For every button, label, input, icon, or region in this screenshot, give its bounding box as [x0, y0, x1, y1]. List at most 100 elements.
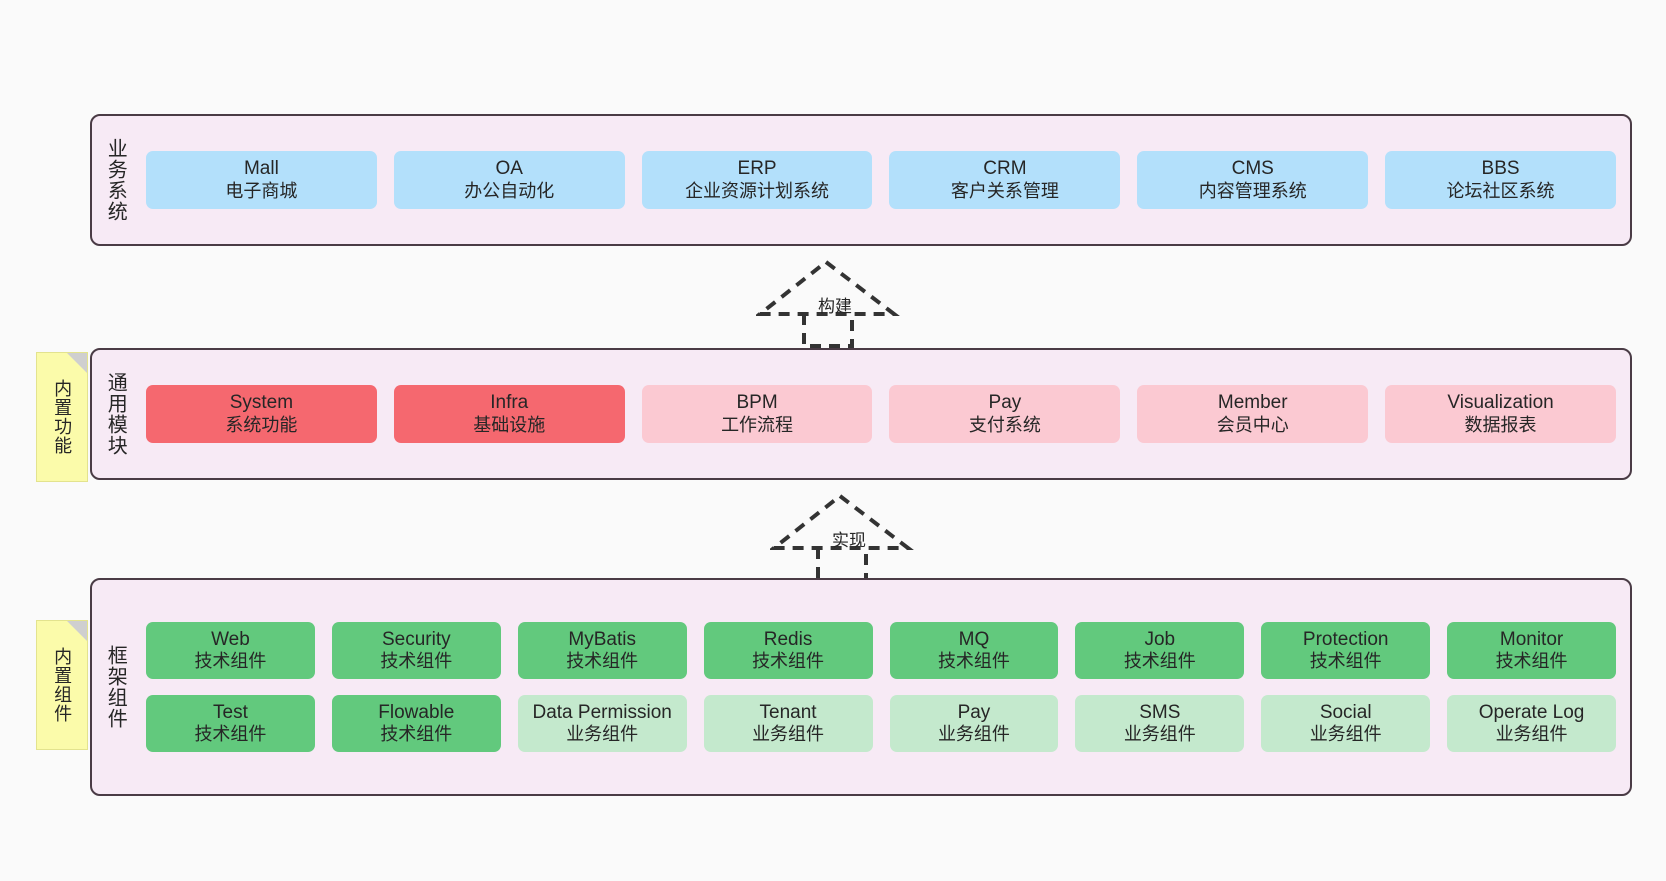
node-member[interactable]: Member 会员中心: [1137, 385, 1369, 443]
layer-body-framework-component: Web 技术组件 Security 技术组件 MyBatis 技术组件 Redi…: [138, 580, 1630, 794]
node-erp[interactable]: ERP 企业资源计划系统: [641, 151, 873, 209]
layer-row: System 系统功能 Infra 基础设施 BPM 工作流程 Pay 支付系统…: [146, 385, 1616, 443]
layer-framework-component: 框架组件 Web 技术组件 Security 技术组件 MyBatis 技术组件…: [90, 578, 1632, 796]
node-title: Data Permission: [532, 702, 672, 723]
node-redis[interactable]: Redis 技术组件: [703, 621, 873, 679]
node-title: BBS: [1481, 158, 1520, 180]
node-title: Social: [1319, 702, 1372, 723]
node-pay-business[interactable]: Pay 业务组件: [889, 695, 1059, 753]
node-subtitle: 技术组件: [194, 724, 267, 745]
node-infra[interactable]: Infra 基础设施: [393, 385, 625, 443]
node-subtitle: 业务组件: [1123, 724, 1196, 745]
node-title: Monitor: [1499, 628, 1564, 650]
node-subtitle: 技术组件: [1123, 651, 1196, 672]
node-flowable[interactable]: Flowable 技术组件: [331, 695, 501, 753]
layer-row: Mall 电子商城 OA 办公自动化 ERP 企业资源计划系统 CRM 客户关系…: [146, 151, 1616, 209]
node-subtitle: 数据报表: [1464, 414, 1537, 435]
layer-row: Test 技术组件 Flowable 技术组件 Data Permission …: [146, 695, 1616, 753]
node-title: Operate Log: [1478, 702, 1585, 723]
node-title: ERP: [737, 158, 777, 180]
node-data-permission[interactable]: Data Permission 业务组件: [517, 695, 687, 753]
node-subtitle: 业务组件: [752, 724, 825, 745]
node-title: BPM: [736, 392, 778, 414]
node-title: Pay: [957, 702, 991, 723]
node-title: Job: [1144, 628, 1176, 650]
generalization-arrow-icon: [754, 259, 900, 348]
node-title: CRM: [983, 158, 1027, 180]
note-builtin-component: 内置组件: [36, 620, 88, 750]
node-title: Infra: [490, 392, 529, 414]
node-bpm[interactable]: BPM 工作流程: [641, 385, 873, 443]
node-title: CMS: [1231, 158, 1274, 180]
node-title: Visualization: [1447, 392, 1554, 414]
node-subtitle: 技术组件: [1309, 651, 1382, 672]
node-bbs[interactable]: BBS 论坛社区系统: [1385, 151, 1616, 209]
node-security[interactable]: Security 技术组件: [331, 621, 501, 679]
node-subtitle: 业务组件: [1309, 724, 1382, 745]
connector-label-implement: 实现: [832, 531, 866, 550]
node-subtitle: 企业资源计划系统: [685, 180, 830, 201]
node-protection[interactable]: Protection 技术组件: [1261, 621, 1431, 679]
note-builtin-function: 内置功能: [36, 352, 88, 482]
node-cms[interactable]: CMS 内容管理系统: [1137, 151, 1369, 209]
node-oa[interactable]: OA 办公自动化: [393, 151, 625, 209]
node-subtitle: 业务组件: [566, 724, 639, 745]
node-crm[interactable]: CRM 客户关系管理: [889, 151, 1121, 209]
node-title: Pay: [988, 392, 1022, 414]
note-fold-icon: [67, 621, 87, 641]
node-visualization[interactable]: Visualization 数据报表: [1385, 385, 1616, 443]
node-sms[interactable]: SMS 业务组件: [1075, 695, 1245, 753]
layer-body-business-system: Mall 电子商城 OA 办公自动化 ERP 企业资源计划系统 CRM 客户关系…: [138, 116, 1630, 244]
node-operate-log[interactable]: Operate Log 业务组件: [1447, 695, 1616, 753]
node-web[interactable]: Web 技术组件: [146, 621, 315, 679]
node-title: Security: [381, 628, 451, 650]
node-subtitle: 业务组件: [1495, 724, 1568, 745]
node-subtitle: 论坛社区系统: [1446, 180, 1555, 201]
node-subtitle: 技术组件: [1495, 651, 1568, 672]
node-mq[interactable]: MQ 技术组件: [889, 621, 1059, 679]
node-tenant[interactable]: Tenant 业务组件: [703, 695, 873, 753]
node-job[interactable]: Job 技术组件: [1075, 621, 1245, 679]
node-subtitle: 内容管理系统: [1198, 180, 1307, 201]
layer-title-common-module: 通用模块: [104, 372, 127, 456]
node-title: Redis: [763, 628, 813, 650]
node-mybatis[interactable]: MyBatis 技术组件: [517, 621, 687, 679]
node-subtitle: 系统功能: [225, 414, 298, 435]
node-title: Tenant: [759, 702, 817, 723]
node-pay[interactable]: Pay 支付系统: [889, 385, 1121, 443]
node-subtitle: 会员中心: [1216, 414, 1289, 435]
node-subtitle: 电子商城: [225, 180, 298, 201]
node-title: Flowable: [378, 702, 455, 723]
node-subtitle: 办公自动化: [464, 180, 555, 201]
layer-title-framework-component: 框架组件: [104, 645, 127, 729]
node-subtitle: 技术组件: [752, 651, 825, 672]
node-subtitle: 技术组件: [566, 651, 639, 672]
generalization-arrow-icon: [768, 493, 914, 582]
node-system[interactable]: System 系统功能: [146, 385, 377, 443]
layer-common-module: 通用模块 System 系统功能 Infra 基础设施 BPM 工作流程 Pay…: [90, 348, 1632, 480]
node-subtitle: 基础设施: [473, 414, 546, 435]
node-subtitle: 客户关系管理: [950, 180, 1059, 201]
node-title: MyBatis: [568, 628, 636, 650]
node-monitor[interactable]: Monitor 技术组件: [1447, 621, 1616, 679]
layer-body-common-module: System 系统功能 Infra 基础设施 BPM 工作流程 Pay 支付系统…: [138, 350, 1630, 478]
note-label: 内置组件: [52, 647, 73, 723]
connector-implement: 实现: [768, 492, 930, 584]
node-mall[interactable]: Mall 电子商城: [146, 151, 377, 209]
node-subtitle: 业务组件: [937, 724, 1010, 745]
connector-label-build: 构建: [818, 297, 852, 316]
node-title: Mall: [243, 158, 279, 180]
node-title: Test: [213, 702, 248, 723]
node-title: Protection: [1302, 628, 1389, 650]
node-subtitle: 技术组件: [194, 651, 267, 672]
node-subtitle: 工作流程: [721, 414, 794, 435]
node-social[interactable]: Social 业务组件: [1261, 695, 1431, 753]
node-subtitle: 技术组件: [380, 651, 453, 672]
node-subtitle: 技术组件: [937, 651, 1010, 672]
node-title: SMS: [1139, 702, 1181, 723]
note-label: 内置功能: [52, 379, 73, 455]
layer-title-business-system: 业务系统: [104, 138, 127, 222]
layer-row: Web 技术组件 Security 技术组件 MyBatis 技术组件 Redi…: [146, 621, 1616, 679]
node-test[interactable]: Test 技术组件: [146, 695, 315, 753]
